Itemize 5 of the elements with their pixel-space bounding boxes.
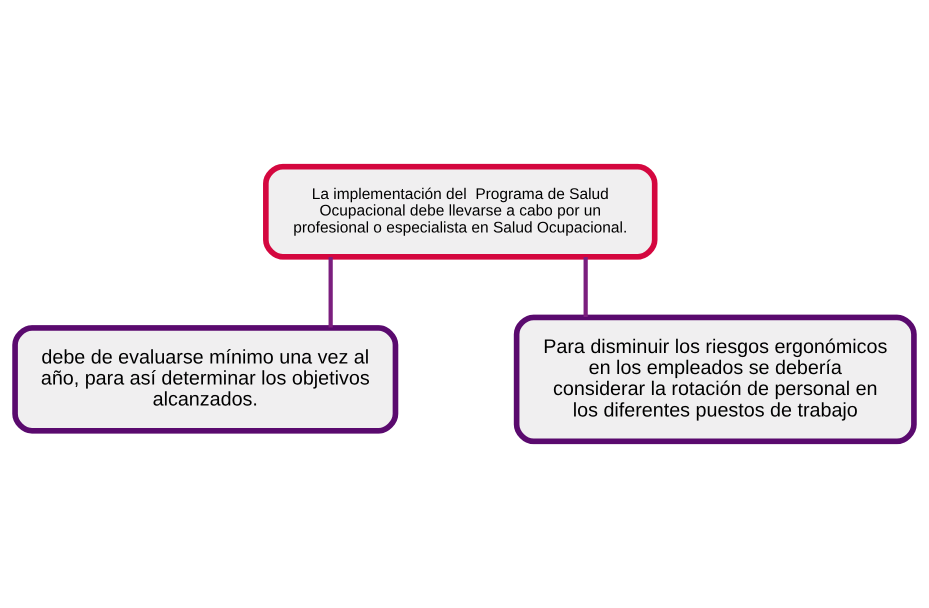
node-box: Para disminuir los riesgos ergonómicos en los empleados se debería considerar la rotación de personal en los diferentes puestos de trabajo	[514, 314, 917, 444]
node-box: debe de evaluarse mínimo una vez al año, para así determinar los objetivos alcanzados.	[12, 325, 398, 434]
connector	[584, 257, 588, 317]
node-box: La implementación del Programa de Salud Ocupacional debe llevarse a cabo por un profesional o especialista en Salud Ocupacional.	[263, 164, 658, 260]
connector	[328, 257, 333, 328]
